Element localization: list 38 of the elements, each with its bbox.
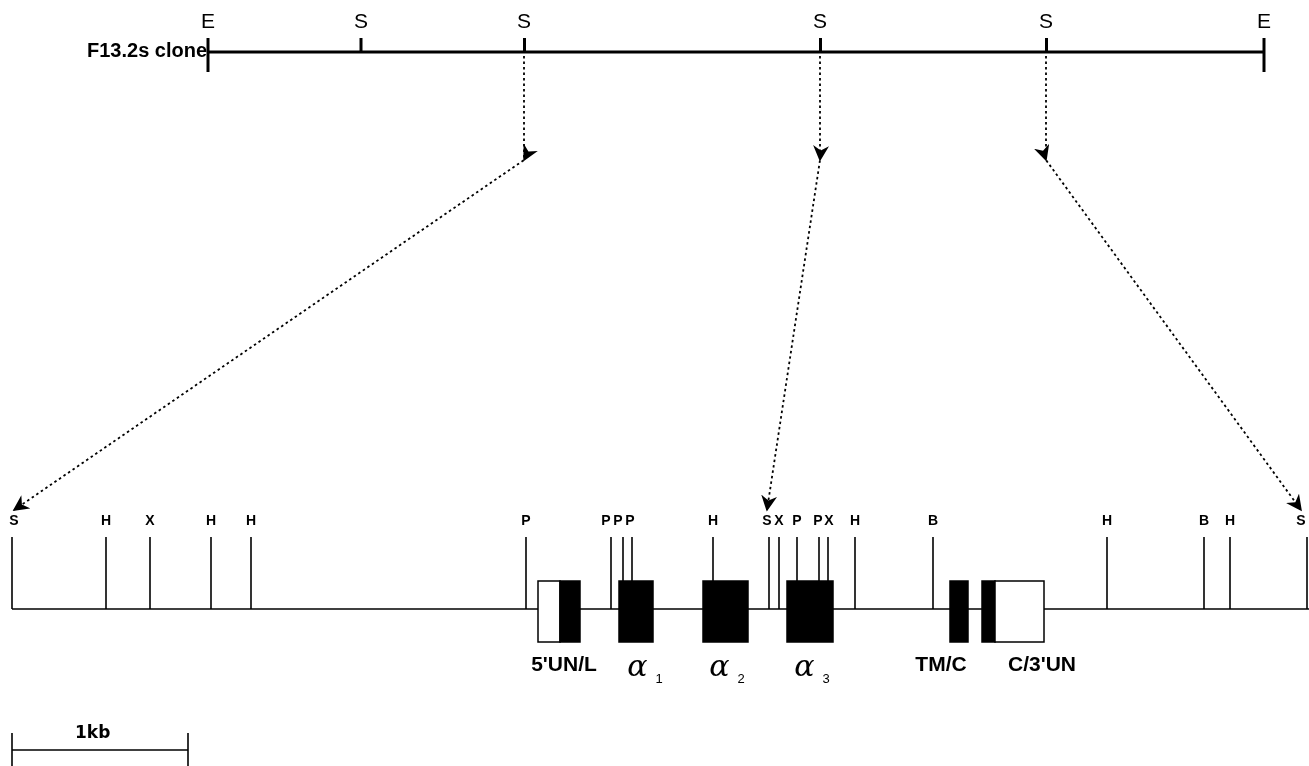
clone-label: F13.2s clone bbox=[87, 39, 208, 62]
site-label: H bbox=[1100, 512, 1114, 528]
site-label: P bbox=[812, 512, 824, 528]
exon-label: C/3'UN bbox=[1007, 652, 1077, 676]
dotted-arrow bbox=[12, 55, 538, 511]
site-label: P bbox=[520, 512, 532, 528]
site-label: H bbox=[99, 512, 113, 528]
site-label: H bbox=[1223, 512, 1237, 528]
exon-label: α$_{1}$ bbox=[626, 648, 664, 686]
dotted-arrow bbox=[1034, 55, 1302, 512]
site-label: P bbox=[600, 512, 612, 528]
exon-label: TM/C bbox=[914, 652, 968, 676]
site-label: H bbox=[706, 512, 720, 528]
site-label: S bbox=[353, 10, 369, 32]
site-label: B bbox=[1197, 512, 1211, 528]
site-label: S bbox=[1294, 512, 1308, 528]
site-label: X bbox=[144, 512, 156, 528]
site-label: P bbox=[791, 512, 803, 528]
exon-label: 5'UN/L bbox=[530, 652, 598, 676]
dotted-arrow bbox=[761, 55, 829, 512]
site-label: S bbox=[1038, 10, 1054, 32]
site-label: S bbox=[516, 10, 532, 32]
site-label: S bbox=[812, 10, 828, 32]
site-label: E bbox=[200, 10, 216, 32]
exon-label: α$_{3}$ bbox=[793, 648, 831, 686]
scale-label: 1kb bbox=[75, 722, 111, 742]
site-label: H bbox=[204, 512, 218, 528]
exon-label: α$_{2}$ bbox=[708, 648, 746, 686]
site-label: S bbox=[7, 512, 21, 528]
site-label: S bbox=[760, 512, 774, 528]
site-label: H bbox=[244, 512, 258, 528]
site-label: H bbox=[848, 512, 862, 528]
site-label: X bbox=[773, 512, 785, 528]
site-label: E bbox=[1256, 10, 1272, 32]
site-label: B bbox=[926, 512, 940, 528]
site-label: P bbox=[612, 512, 624, 528]
site-label: X bbox=[823, 512, 835, 528]
site-label: P bbox=[624, 512, 636, 528]
